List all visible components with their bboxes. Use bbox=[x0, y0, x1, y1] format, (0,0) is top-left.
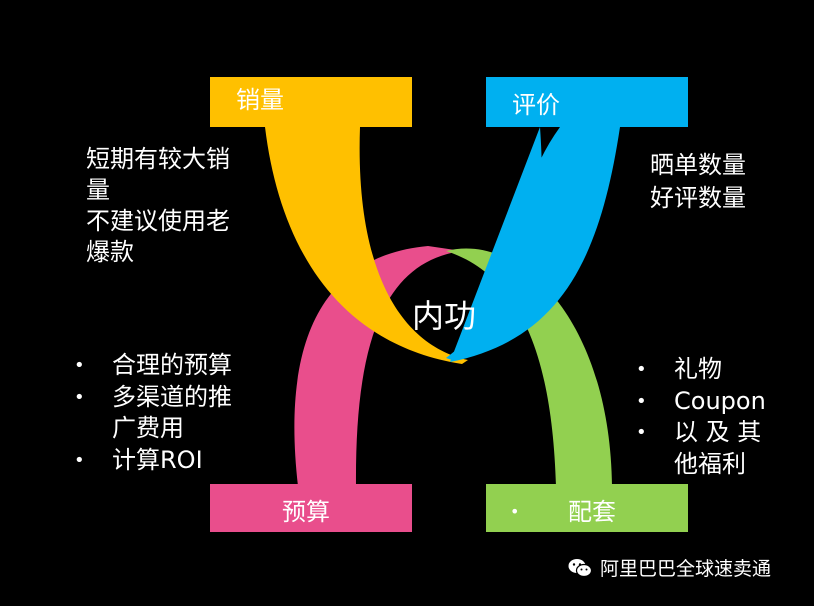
sales-notes: 短期有较大销 量 不建议使用老 爆款 bbox=[86, 144, 230, 268]
bullet: • bbox=[636, 359, 647, 380]
review-notes: 晒单数量 好评数量 bbox=[650, 149, 746, 215]
sales-note-line: 短期有较大销 bbox=[86, 145, 230, 173]
reviews-label: 评价 bbox=[512, 91, 560, 119]
bullet: • bbox=[636, 390, 647, 412]
list-item: • Coupon bbox=[636, 386, 766, 418]
sales-label: 销量 bbox=[236, 86, 284, 114]
bullet: • bbox=[74, 355, 85, 376]
watermark: 阿里巴巴全球速卖通 bbox=[568, 554, 771, 581]
list-item: • 以 及 其 他福利 bbox=[636, 418, 762, 478]
bullet: • bbox=[636, 422, 647, 443]
package-bullet: • bbox=[510, 502, 520, 521]
sales-note-line: 量 bbox=[86, 176, 110, 204]
reviews-bar bbox=[486, 77, 688, 127]
sales-note-line: 不建议使用老 bbox=[86, 207, 230, 235]
package-bar bbox=[486, 484, 688, 532]
list-item: • 合理的预算 bbox=[74, 350, 232, 382]
list-item: • 多渠道的推 广费用 bbox=[74, 382, 232, 443]
sales-arch bbox=[265, 127, 468, 364]
bullet: • bbox=[74, 449, 85, 471]
review-note-line: 好评数量 bbox=[650, 184, 746, 212]
center-label: 内功 bbox=[412, 297, 477, 335]
package-label: 配套 bbox=[568, 498, 616, 526]
sales-note-line: 爆款 bbox=[86, 238, 134, 266]
list-item: • 礼物 bbox=[636, 354, 766, 386]
budget-bar bbox=[210, 484, 412, 532]
list-item: • 计算ROI bbox=[74, 445, 232, 477]
review-note-line: 晒单数量 bbox=[650, 151, 746, 179]
package-list: • 礼物 • Coupon • 以 及 其 他福利 bbox=[636, 354, 766, 480]
reviews-arch bbox=[446, 127, 620, 362]
budget-list: • 合理的预算 • 多渠道的推 广费用 • 计算ROI bbox=[74, 350, 232, 476]
sales-bar bbox=[210, 77, 412, 127]
budget-arch bbox=[294, 246, 462, 486]
wechat-icon bbox=[568, 558, 592, 577]
package-arch bbox=[446, 248, 612, 486]
watermark-text: 阿里巴巴全球速卖通 bbox=[600, 558, 772, 580]
budget-label: 预算 bbox=[282, 498, 330, 526]
bullet: • bbox=[74, 386, 85, 408]
